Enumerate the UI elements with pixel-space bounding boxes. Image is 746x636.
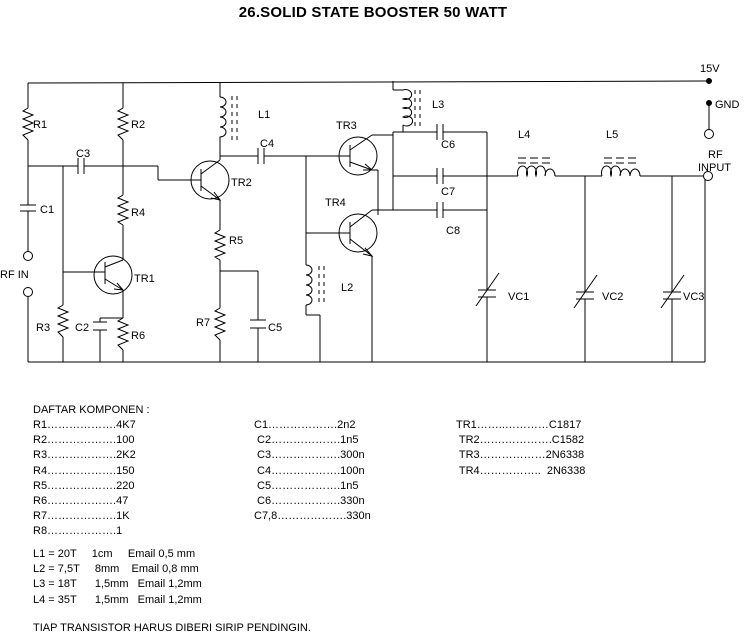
label-l4: L4 — [518, 129, 530, 141]
label-r2: R2 — [131, 119, 145, 131]
label-r4: R4 — [131, 207, 145, 219]
resistor-r3 — [56, 304, 70, 338]
label-l5: L5 — [606, 129, 618, 141]
label-vc3: VC3 — [683, 291, 704, 303]
list-item: C6……………….330n — [254, 494, 365, 507]
label-r6: R6 — [131, 330, 145, 342]
label-vc1: VC1 — [508, 291, 529, 303]
label-c3: C3 — [76, 148, 90, 160]
rf-input-terminal — [703, 171, 713, 181]
coil-l3 — [401, 89, 414, 127]
resistor-r1 — [21, 107, 35, 141]
variable-capacitors — [475, 272, 685, 312]
resistors — [21, 107, 227, 351]
list-item: R1……………….4K7 — [33, 419, 136, 431]
label-rf-in: RF IN — [0, 269, 29, 281]
list-item: C3……………….300n — [254, 449, 365, 462]
list-item: C4……………….100n — [254, 464, 365, 477]
list-item: TR2…….………….C1582 — [456, 434, 585, 447]
supply-dot — [706, 78, 712, 84]
diagram-title: 26.SOLID STATE BOOSTER 50 WATT — [238, 4, 508, 21]
coil-list: L1 = 20T 1cm Email 0,5 mm L2 = 7,5T 8mm … — [33, 547, 202, 608]
rf-in-terminal-top — [23, 251, 33, 261]
capacitor-list: C1……………….2n2 C2……………….1n5 C3……………….300n … — [254, 418, 371, 524]
list-item: L1 = 20T 1cm Email 0,5 mm — [33, 548, 196, 560]
coil-l5 — [601, 165, 641, 178]
label-rf-input-1: RF — [708, 149, 723, 161]
label-c4: C4 — [260, 138, 274, 150]
list-item: R3……………….2K2 — [33, 449, 136, 462]
label-tr2: TR2 — [231, 177, 252, 189]
list-item: R8……………….1 — [33, 525, 123, 538]
resistor-r6 — [116, 317, 130, 351]
list-item: R7……………….1K — [33, 510, 130, 523]
heatsink-note: TIAP TRANSISTOR HARUS DIBERI SIRIP PENDI… — [33, 622, 311, 634]
component-labels: 15V GND RF INPUT RF IN R1 R2 R3 R4 R5 R6… — [0, 63, 740, 342]
label-supply: 15V — [700, 63, 720, 75]
label-rf-input-2: INPUT — [698, 162, 731, 174]
label-r1: R1 — [33, 119, 47, 131]
label-l1: L1 — [258, 109, 270, 121]
gnd-dot — [706, 100, 712, 106]
list-item: TR3………………2N6338 — [456, 449, 585, 462]
variable-capacitor-vc1 — [475, 272, 500, 312]
wires — [27, 80, 710, 363]
label-l3: L3 — [432, 99, 444, 111]
gnd-terminal — [704, 129, 714, 139]
variable-capacitor-vc3 — [660, 274, 685, 312]
list-item: R2……………….100 — [33, 434, 135, 447]
label-tr1: TR1 — [134, 273, 155, 285]
list-item: R4……………….150 — [33, 464, 135, 477]
label-c6: C6 — [441, 139, 455, 151]
list-item: C2……………….1n5 — [254, 434, 359, 447]
resistor-r2 — [116, 107, 130, 141]
label-l2: L2 — [341, 282, 353, 294]
label-vc2: VC2 — [602, 291, 623, 303]
coil-l4 — [517, 165, 556, 178]
list-item: TR1……..…………C1817 — [456, 419, 582, 431]
rf-in-terminal-bottom — [23, 287, 33, 297]
list-item: R5……………….220 — [33, 479, 135, 492]
label-c8: C8 — [446, 225, 460, 237]
transistor-tr4 — [338, 209, 378, 257]
list-item: C1……………….2n2 — [254, 419, 356, 431]
circuit-schematic: 15V GND RF INPUT RF IN R1 R2 R3 R4 R5 R6… — [0, 63, 740, 363]
label-r3: R3 — [36, 322, 50, 334]
coil-l2 — [305, 264, 313, 306]
label-c7: C7 — [441, 186, 455, 198]
label-gnd: GND — [715, 99, 740, 111]
transistor-tr2 — [190, 159, 230, 201]
resistor-r4 — [116, 194, 130, 226]
list-item: TR4…………….. 2N6338 — [456, 464, 586, 477]
list-item: L3 = 18T 1,5mm Email 1,2mm — [33, 578, 202, 591]
list-item: C5……………….1n5 — [254, 479, 359, 492]
coils — [219, 89, 641, 306]
transistor-tr1 — [93, 255, 133, 295]
label-c5: C5 — [268, 322, 282, 334]
components-heading: DAFTAR KOMPONEN : — [33, 404, 150, 416]
resistor-r5 — [213, 229, 227, 261]
label-c1: C1 — [40, 204, 54, 216]
label-c2: C2 — [75, 322, 89, 334]
variable-capacitor-vc2 — [573, 274, 598, 312]
label-r7: R7 — [196, 317, 210, 329]
resistor-r7 — [213, 307, 227, 341]
capacitors — [20, 197, 266, 331]
resistor-list: R1……………….4K7 R2……………….100 R3……………….2K2 R… — [33, 418, 136, 540]
label-tr4: TR4 — [325, 197, 346, 209]
list-item: L2 = 7,5T 8mm Email 0,8 mm — [33, 563, 199, 576]
transistor-tr3 — [338, 134, 378, 176]
transistors — [93, 134, 378, 295]
terminals — [23, 78, 714, 297]
list-item: L4 = 35T 1,5mm Email 1,2mm — [33, 593, 202, 606]
list-item: C7,8……………….330n — [254, 510, 371, 523]
coil-l1 — [219, 96, 227, 140]
label-tr3: TR3 — [336, 120, 357, 132]
list-item: R6……………….47 — [33, 494, 129, 507]
label-r5: R5 — [229, 235, 243, 247]
transistor-list: TR1……..…………C1817 TR2…….………….C1582 TR3………… — [456, 418, 585, 479]
